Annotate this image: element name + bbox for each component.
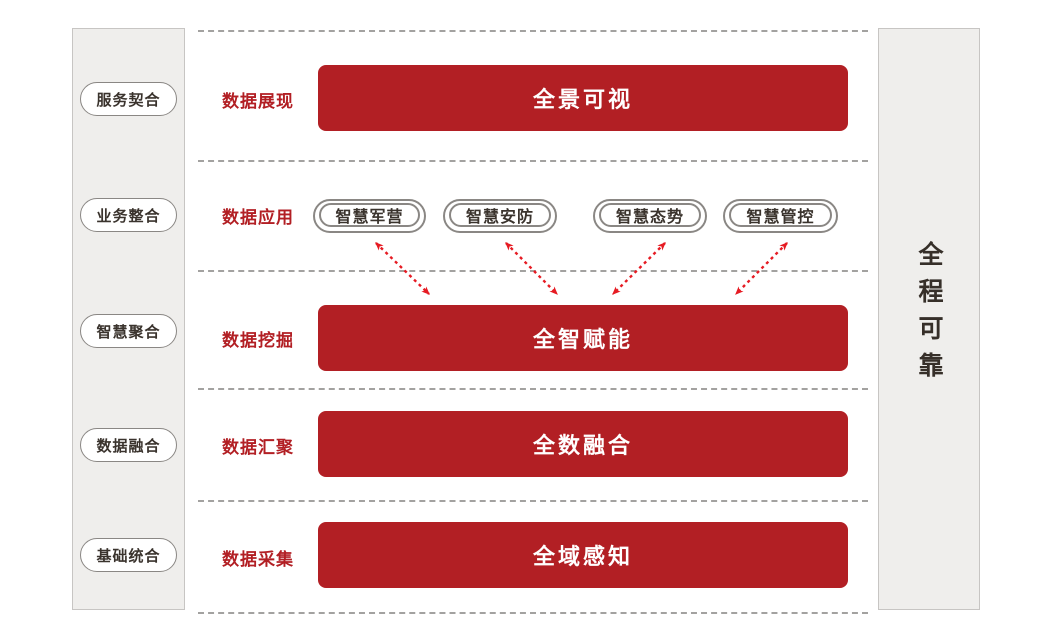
- layer-label-data-collection: 数据采集: [222, 550, 294, 569]
- bidirectional-arrow-icon: [375, 242, 430, 295]
- separator-line: [198, 30, 868, 32]
- layer-label-data-convergence: 数据汇聚: [222, 438, 294, 457]
- app-pill-label: 智慧军营: [319, 203, 420, 227]
- app-pill-smart-barracks: 智慧军营: [313, 199, 426, 233]
- capability-pill-basic-unification: 基础统合: [80, 538, 177, 572]
- right-assurance-panel: 全程可靠: [878, 28, 980, 610]
- bar-panoramic-visibility: 全景可视: [318, 65, 848, 131]
- separator-line: [198, 160, 868, 162]
- bar-full-ai-empowerment: 全智赋能: [318, 305, 848, 371]
- assurance-vertical-title: 全程可靠: [915, 241, 943, 389]
- capability-pill-data-fusion: 数据融合: [80, 428, 177, 462]
- app-pill-label: 智慧管控: [729, 203, 832, 227]
- bidirectional-arrow-icon: [612, 242, 666, 295]
- app-pill-label: 智慧安防: [449, 203, 551, 227]
- capability-pill-service-fit: 服务契合: [80, 82, 177, 116]
- bar-full-domain-sensing: 全域感知: [318, 522, 848, 588]
- separator-line: [198, 388, 868, 390]
- left-capability-panel: 服务契合 业务整合 智慧聚合 数据融合 基础统合: [72, 28, 185, 610]
- layer-label-data-mining: 数据挖掘: [222, 331, 294, 350]
- capability-pill-business-integration: 业务整合: [80, 198, 177, 232]
- separator-line: [198, 270, 868, 272]
- layer-label-data-application: 数据应用: [222, 208, 294, 227]
- app-pill-smart-security: 智慧安防: [443, 199, 557, 233]
- app-pill-label: 智慧态势: [599, 203, 701, 227]
- bidirectional-arrow-icon: [735, 242, 788, 295]
- separator-line: [198, 500, 868, 502]
- bidirectional-arrow-icon: [505, 242, 558, 295]
- separator-line: [198, 612, 868, 614]
- capability-pill-wisdom-aggregation: 智慧聚合: [80, 314, 177, 348]
- bar-full-data-fusion: 全数融合: [318, 411, 848, 477]
- layer-label-data-presentation: 数据展现: [222, 92, 294, 111]
- app-pill-smart-situation: 智慧态势: [593, 199, 707, 233]
- app-pill-smart-control: 智慧管控: [723, 199, 838, 233]
